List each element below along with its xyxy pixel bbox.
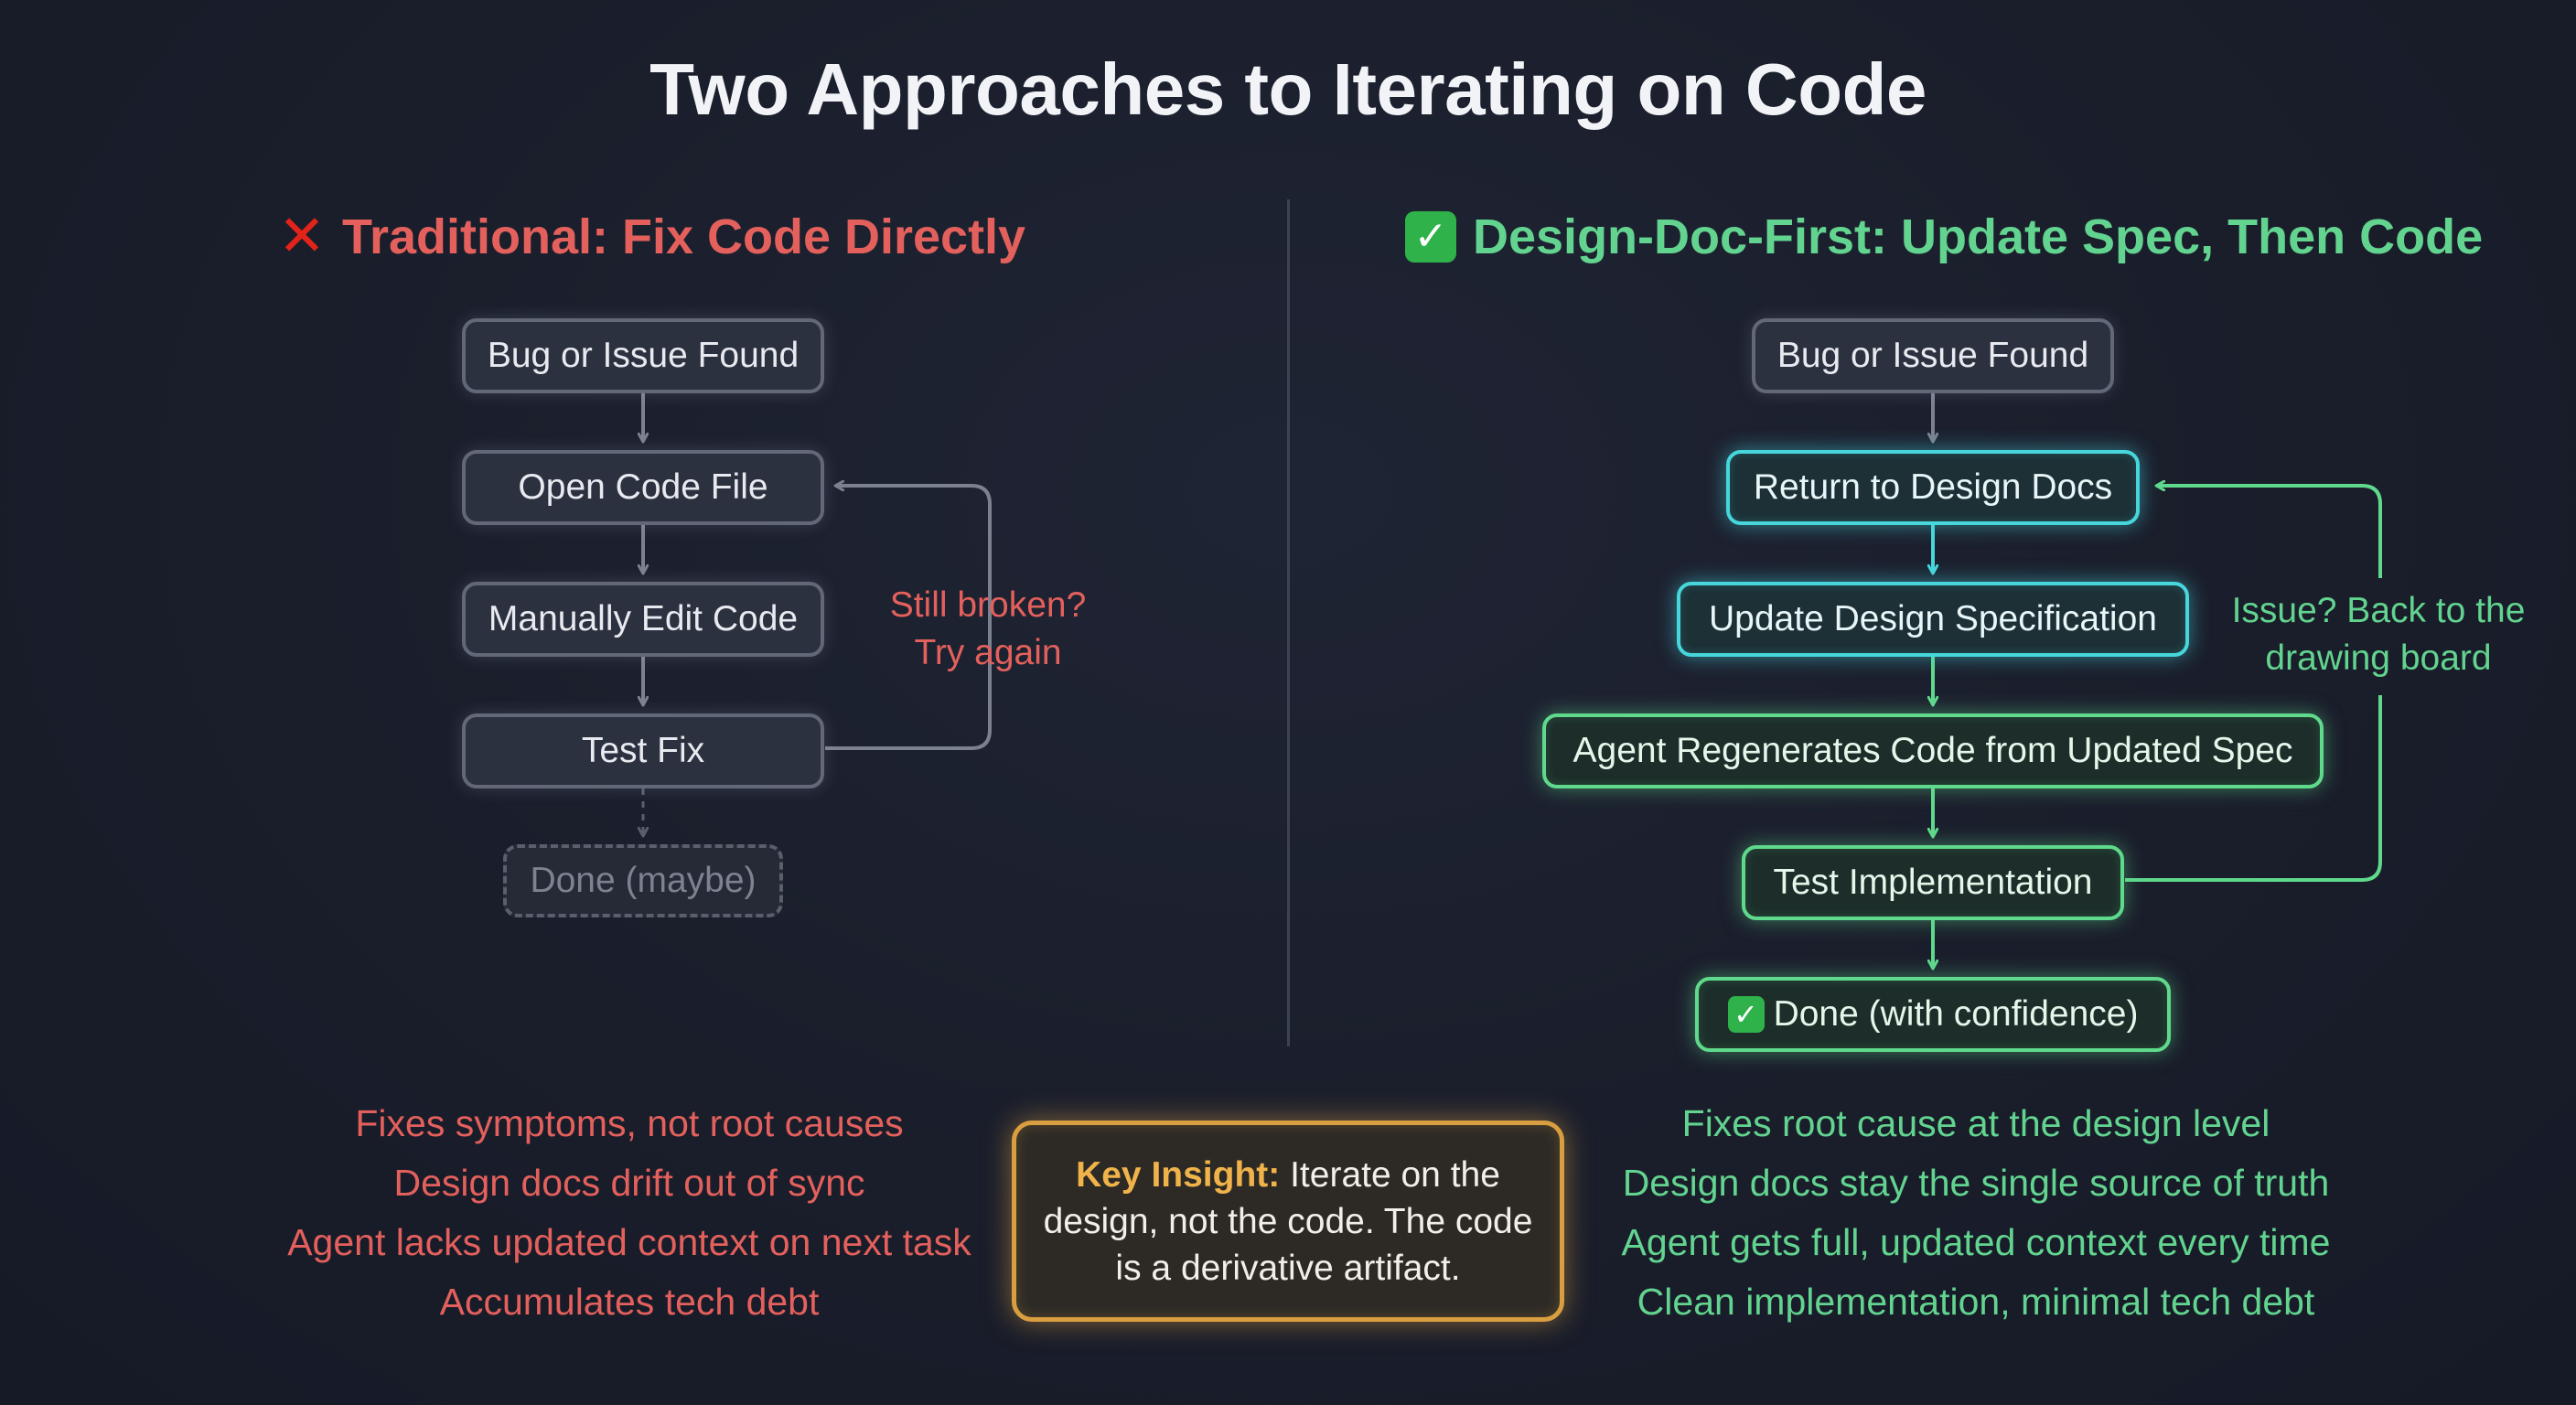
cross-mark-icon: ✕: [278, 205, 326, 268]
traditional-heading: ✕ Traditional: Fix Code Directly: [278, 205, 1025, 269]
list-item: Clean implementation, minimal tech debt: [1637, 1281, 2315, 1323]
key-insight-label: Key Insight:: [1076, 1154, 1291, 1195]
design-doc-heading: ✓ Design-Doc-First: Update Spec, Then Co…: [1405, 205, 2483, 269]
design-doc-loop-arrow-upper: [2157, 486, 2382, 578]
list-item: Design docs stay the single source of tr…: [1622, 1162, 2330, 1204]
traditional-step-open-code-file: Open Code File: [462, 450, 824, 525]
design-doc-loop-label-line: drawing board: [2265, 638, 2492, 678]
traditional-loop-label-line: Still broken?: [889, 585, 1087, 625]
design-step-done-with-confidence: ✓ Done (with confidence): [1695, 977, 2171, 1052]
design-doc-benefits-list: Fixes root cause at the design level Des…: [1610, 1094, 2342, 1332]
design-doc-loop-label: Issue? Back to the drawing board: [2205, 587, 2552, 682]
check-mark-icon: ✓: [1727, 996, 1765, 1033]
key-insight-box: Key Insight: Iterate on the design, not …: [1012, 1121, 1564, 1322]
traditional-heading-text: Traditional: Fix Code Directly: [341, 209, 1026, 264]
list-item: Fixes root cause at the design level: [1681, 1102, 2270, 1144]
list-item: Agent lacks updated context on next task: [287, 1221, 971, 1263]
traditional-drawbacks-list: Fixes symptoms, not root causes Design d…: [265, 1094, 993, 1332]
list-item: Accumulates tech debt: [439, 1281, 820, 1323]
diagram-title: Two Approaches to Iterating on Code: [649, 48, 1927, 130]
key-insight-content: Key Insight: Iterate on the design, not …: [1038, 1152, 1538, 1292]
list-item: Design docs drift out of sync: [393, 1162, 865, 1204]
traditional-loop-label: Still broken? Try again: [842, 582, 1134, 677]
design-step-return-to-design-docs: Return to Design Docs: [1726, 450, 2140, 525]
traditional-step-test-fix: Test Fix: [462, 713, 824, 788]
design-step-update-design-specification: Update Design Specification: [1677, 582, 2189, 657]
design-step-bug-found: Bug or Issue Found: [1752, 318, 2114, 393]
list-item: Fixes symptoms, not root causes: [355, 1102, 904, 1144]
traditional-step-manually-edit-code: Manually Edit Code: [462, 582, 824, 657]
traditional-step-done-maybe: Done (maybe): [503, 844, 783, 917]
check-mark-icon: ✓: [1405, 211, 1456, 263]
list-item: Agent gets full, updated context every t…: [1621, 1221, 2331, 1263]
design-step-done-label: Done (with confidence): [1773, 994, 2139, 1034]
design-doc-heading-text: Design-Doc-First: Update Spec, Then Code: [1473, 209, 2484, 264]
column-divider: [1287, 199, 1290, 1046]
design-step-agent-regenerates-code: Agent Regenerates Code from Updated Spec: [1542, 713, 2324, 788]
traditional-loop-label-line: Try again: [914, 633, 1062, 672]
design-step-test-implementation: Test Implementation: [1742, 845, 2124, 920]
key-insight-text: Iterate on the design, not the code. The…: [1043, 1154, 1533, 1288]
design-doc-loop-label-line: Issue? Back to the: [2231, 591, 2526, 630]
traditional-step-bug-found: Bug or Issue Found: [462, 318, 824, 393]
